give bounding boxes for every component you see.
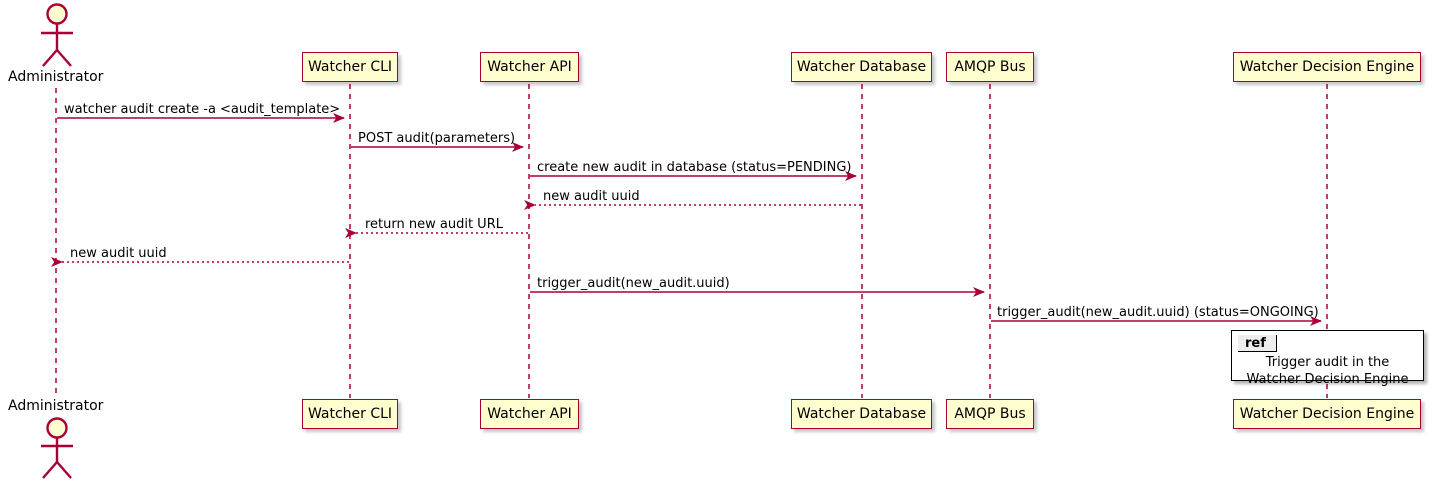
participant-box-watcher-cli-top[interactable]: Watcher CLI [302, 52, 398, 82]
ref-fragment-body: Trigger audit in the Watcher Decision En… [1232, 355, 1423, 388]
lifelines [55, 84, 1328, 398]
participant-box-watcher-api-top[interactable]: Watcher API [480, 52, 579, 82]
participant-box-amqp-bus-bottom[interactable]: AMQP Bus [946, 399, 1034, 429]
message-label-4: new audit uuid [543, 189, 640, 204]
ref-fragment-keyword: ref [1245, 335, 1266, 351]
message-label-3: create new audit in database (status=PEN… [537, 160, 852, 175]
participant-box-watcher-decision-engine-top[interactable]: Watcher Decision Engine [1233, 52, 1421, 82]
participant-box-watcher-database-bottom[interactable]: Watcher Database [791, 399, 932, 429]
actor-administrator-bottom [41, 417, 73, 479]
participant-box-watcher-decision-engine-bottom[interactable]: Watcher Decision Engine [1233, 399, 1421, 429]
actor-administrator-top [41, 3, 73, 67]
participant-box-watcher-database-top[interactable]: Watcher Database [791, 52, 932, 82]
participant-box-amqp-bus-top[interactable]: AMQP Bus [946, 52, 1034, 82]
actor-label-administrator-bottom: Administrator [8, 398, 104, 414]
ref-fragment-line-1: Trigger audit in the [1265, 355, 1390, 370]
message-label-8: trigger_audit(new_audit.uuid) (status=ON… [997, 305, 1319, 320]
ref-fragment-line-2: Watcher Decision Engine [1246, 371, 1409, 387]
message-label-2: POST audit(parameters) [358, 131, 516, 146]
participant-box-watcher-cli-bottom[interactable]: Watcher CLI [302, 399, 398, 429]
ref-fragment-box: ref Trigger audit in the Watcher Decisio… [1231, 330, 1424, 387]
ref-fragment-keyword-tab: ref [1238, 335, 1277, 352]
message-arrows [51, 113, 1322, 326]
message-label-1: watcher audit create -a <audit_template> [64, 102, 341, 117]
message-label-5: return new audit URL [365, 217, 503, 232]
actor-label-administrator-top: Administrator [8, 69, 104, 85]
message-label-6: new audit uuid [70, 246, 167, 261]
message-label-7: trigger_audit(new_audit.uuid) [537, 276, 730, 291]
participant-box-watcher-api-bottom[interactable]: Watcher API [480, 399, 579, 429]
